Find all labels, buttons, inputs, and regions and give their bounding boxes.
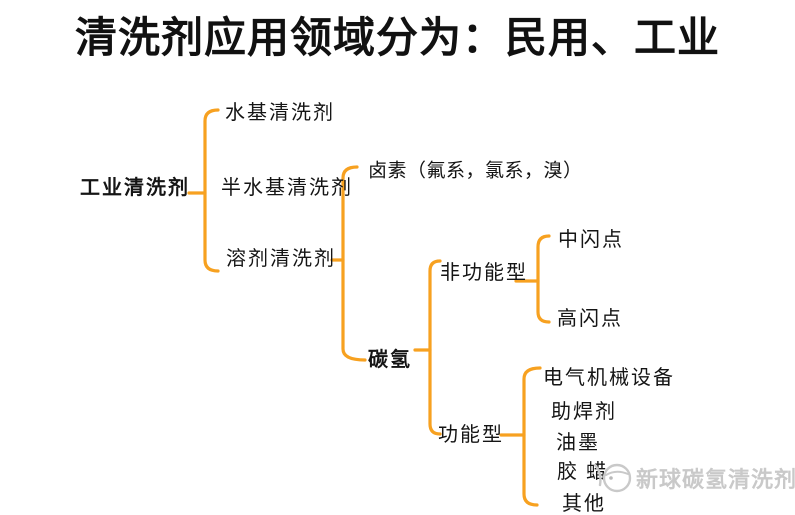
bracket-industrial	[187, 108, 220, 273]
node-semi-water-based: 半水基清洗剂	[221, 177, 353, 199]
node-functional: 功能型	[438, 424, 504, 446]
watermark-text: 新球碳氢清洗剂	[636, 467, 795, 492]
node-industrial-cleaner: 工业清洗剂	[80, 177, 190, 199]
node-halogen: 卤素（氟系，氯系，溴）	[368, 160, 583, 182]
node-high-flash-point: 高闪点	[557, 308, 623, 330]
node-other: 其他	[562, 493, 606, 515]
bracket-functional	[499, 366, 542, 507]
node-water-based: 水基清洗剂	[225, 102, 335, 124]
node-electrical-machinery: 电气机械设备	[543, 367, 675, 389]
bracket-solvent	[330, 165, 367, 362]
page-title: 清洗剂应用领域分为：民用、工业	[74, 16, 720, 62]
watermark: 新球碳氢清洗剂	[590, 456, 795, 500]
node-hydrocarbon: 碳氢	[368, 349, 412, 371]
node-solvent-cleaner: 溶剂清洗剂	[226, 248, 336, 270]
sphere-swirl-logo	[593, 463, 632, 493]
node-non-functional: 非功能型	[440, 262, 528, 284]
bracket-non-functional	[514, 234, 551, 324]
node-ink: 油墨	[556, 432, 600, 454]
node-mid-flash-point: 中闪点	[558, 229, 624, 251]
bracket-hydrocarbon	[413, 259, 442, 436]
node-flux: 助焊剂	[551, 401, 617, 423]
node-glue-wax: 胶 蜡	[557, 461, 608, 483]
